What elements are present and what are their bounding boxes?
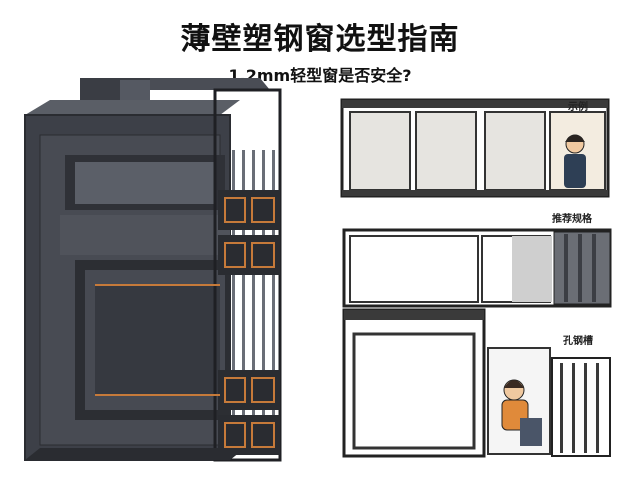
window-panel-top: [340, 98, 610, 198]
window-panel-middle: [342, 228, 612, 308]
panel-label-2: 推荐规格: [552, 214, 592, 225]
window-profile-illustration: [24, 78, 282, 462]
page-subtitle: 1.2mm轻型窗是否安全?: [228, 66, 412, 85]
page-title: 薄壁塑钢窗选型指南: [180, 22, 460, 57]
panel-label-3: 孔钢槽: [563, 336, 593, 347]
window-panel-bottom: [342, 308, 611, 458]
panel-label-1: 示例: [568, 102, 588, 113]
